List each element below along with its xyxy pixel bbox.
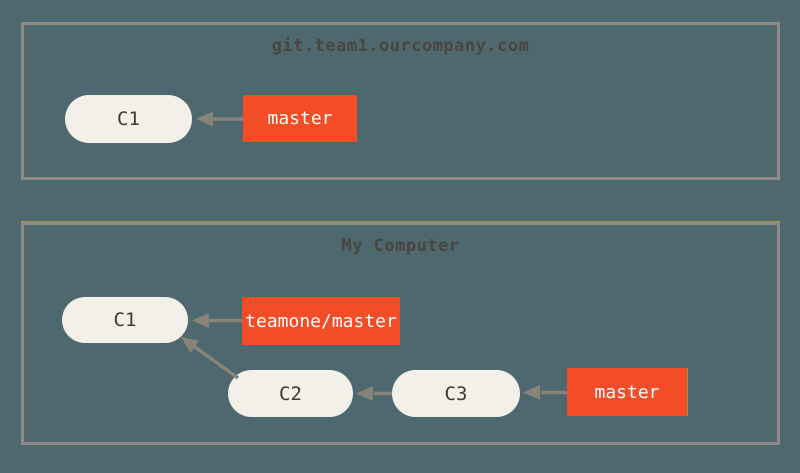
commit-node-c1-remote: C1 — [65, 95, 192, 143]
commit-label: C1 — [117, 108, 140, 130]
remote-server-panel: git.team1.ourcompany.com C1 master — [21, 22, 780, 180]
branch-label-text: teamone/master — [245, 310, 397, 332]
commit-label: C2 — [279, 382, 302, 405]
branch-label-teamone-master: teamone/master — [242, 297, 400, 345]
branch-label-master-remote: master — [243, 95, 357, 142]
branch-label-master-local: master — [567, 368, 687, 416]
my-computer-panel: My Computer C1 teamone/master C2 C3 mast… — [21, 222, 780, 445]
commit-label: C3 — [444, 382, 468, 405]
commit-node-c1-local: C1 — [62, 297, 188, 343]
my-computer-title: My Computer — [341, 236, 460, 256]
commit-label: C1 — [113, 309, 137, 331]
commit-node-c2: C2 — [228, 370, 353, 417]
remote-server-title: git.team1.ourcompany.com — [271, 36, 530, 56]
branch-label-text: master — [594, 381, 660, 403]
branch-label-text: master — [267, 108, 333, 129]
commit-node-c3: C3 — [392, 370, 520, 417]
